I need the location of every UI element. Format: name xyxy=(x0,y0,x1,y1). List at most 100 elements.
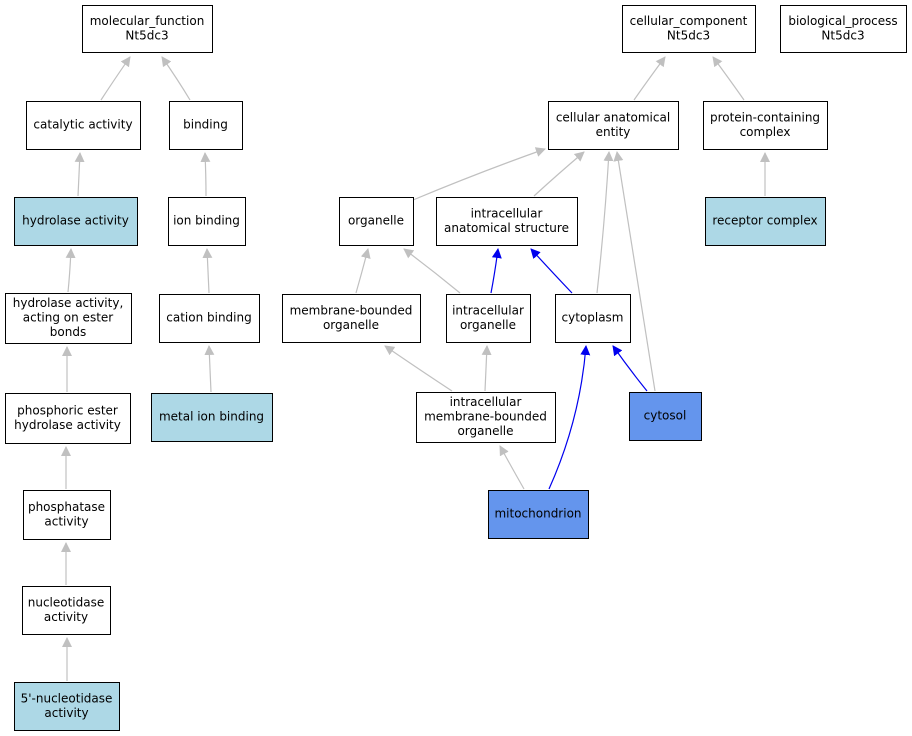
edge-mbo-to-organelle xyxy=(355,248,371,294)
go-term-node-metal[interactable]: metal ion binding xyxy=(151,393,273,442)
edge-cytoplasm-to-ias xyxy=(530,248,573,294)
node-label-line: organelle xyxy=(348,214,404,228)
edge-ionbinding-to-binding xyxy=(200,152,211,197)
go-term-node-mito[interactable]: mitochondrion xyxy=(488,490,589,539)
edge-line xyxy=(481,345,492,392)
node-label-line: nucleotidase xyxy=(28,595,105,609)
edge-organelle-to-cae xyxy=(412,147,546,201)
edge-cation-to-ionbinding xyxy=(202,248,213,294)
edge-line xyxy=(100,56,131,101)
edge-line xyxy=(355,248,371,294)
node-label-line: hydrolase activity xyxy=(22,214,129,228)
node-box xyxy=(703,101,828,150)
go-term-node-binding[interactable]: binding xyxy=(169,101,243,150)
node-box xyxy=(151,393,273,442)
node-box xyxy=(14,197,138,246)
edge-line xyxy=(490,248,502,294)
go-term-node-hydrolase[interactable]: hydrolase activity xyxy=(14,197,138,246)
node-label-line: acting on ester xyxy=(23,311,114,325)
edge-cytosol-to-cytoplasm xyxy=(612,345,648,392)
edge-ias-to-cae xyxy=(533,151,585,197)
edge-pcc-to-cc xyxy=(712,56,745,101)
node-box xyxy=(5,393,131,444)
node-box xyxy=(555,294,631,343)
edge-metal-to-cation xyxy=(204,345,215,393)
node-box xyxy=(446,294,531,343)
edges-layer xyxy=(61,56,770,681)
edge-line xyxy=(712,56,745,101)
edge-line xyxy=(384,345,453,392)
edge-catalytic-to-mf xyxy=(100,56,131,101)
edge-line xyxy=(74,152,85,197)
node-box xyxy=(82,5,213,53)
edge-line xyxy=(204,345,215,393)
node-label-line: bonds xyxy=(50,325,86,339)
node-label-line: membrane-bounded xyxy=(424,410,547,424)
node-label-line: phosphatase xyxy=(28,500,105,514)
node-label-line: ion binding xyxy=(173,214,240,228)
node-box xyxy=(339,197,414,246)
edge-imbo-to-mbo xyxy=(384,345,453,392)
edge-mito-to-imbo xyxy=(499,445,525,490)
node-box xyxy=(26,101,141,150)
edge-line xyxy=(200,152,211,197)
node-box xyxy=(14,682,120,731)
edge-line xyxy=(633,56,666,101)
edge-line xyxy=(613,151,656,392)
edge-binding-to-mf xyxy=(161,56,191,101)
node-label-line: hydrolase activity, xyxy=(13,296,124,310)
edge-io-to-ias xyxy=(490,248,502,294)
go-term-node-catalytic[interactable]: catalytic activity xyxy=(26,101,141,150)
go-term-node-receptor[interactable]: receptor complex xyxy=(705,197,826,246)
node-label-line: activity xyxy=(44,514,88,528)
node-label-line: protein-containing xyxy=(710,110,820,124)
node-label-line: 5'-nucleotidase xyxy=(21,691,113,705)
edge-line xyxy=(596,151,614,294)
edge-line xyxy=(612,345,648,392)
node-label-line: cellular_component xyxy=(630,14,748,28)
edge-imbo-to-io xyxy=(481,345,492,392)
go-term-node-cation[interactable]: cation binding xyxy=(159,294,260,343)
edge-line xyxy=(65,248,76,293)
node-label-line: anatomical structure xyxy=(444,221,569,235)
node-box xyxy=(629,392,702,441)
node-box xyxy=(488,490,589,539)
node-label-line: intracellular xyxy=(450,395,522,409)
go-term-node-cytosol[interactable]: cytosol xyxy=(629,392,702,441)
node-label-line: molecular_function xyxy=(90,14,205,28)
go-term-node-ionbinding[interactable]: ion binding xyxy=(168,197,246,246)
node-label-line: hydrolase activity xyxy=(14,418,121,432)
go-term-node-cytoplasm[interactable]: cytoplasm xyxy=(555,294,631,343)
node-label-line: intracellular xyxy=(452,303,524,317)
node-label-line: receptor complex xyxy=(712,214,817,228)
node-label-line: cellular anatomical xyxy=(556,110,670,124)
node-box xyxy=(705,197,826,246)
edge-line xyxy=(202,248,213,294)
edge-line xyxy=(548,345,591,490)
node-label-line: cation binding xyxy=(166,311,251,325)
node-box xyxy=(22,586,111,635)
node-label-line: mitochondrion xyxy=(494,507,581,521)
node-label-line: complex xyxy=(740,125,791,139)
edge-hydroester-to-hydrolase xyxy=(65,248,76,293)
go-term-node-organelle[interactable]: organelle xyxy=(339,197,414,246)
node-box xyxy=(436,197,578,246)
node-box xyxy=(5,293,132,344)
edge-line xyxy=(499,445,525,490)
